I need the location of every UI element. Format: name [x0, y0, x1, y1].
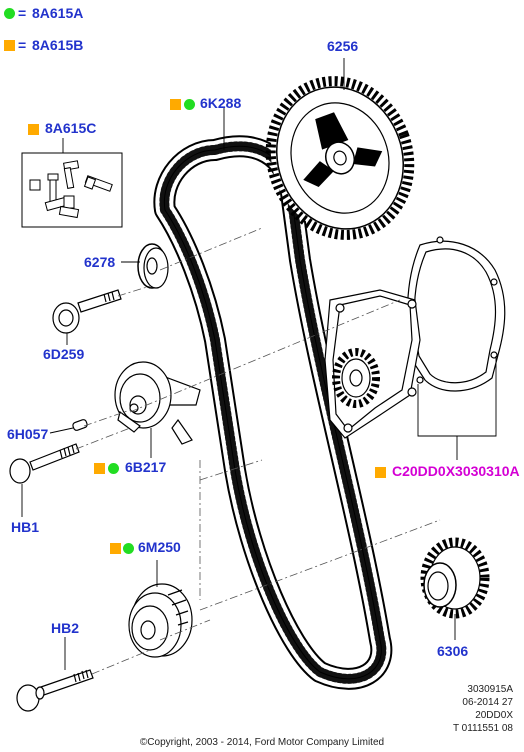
- label-water-pump: C20DD0X3030310A: [392, 463, 520, 479]
- leader-lines: [21, 58, 497, 670]
- legend-orange-code: 8A615B: [32, 37, 84, 53]
- idler-6m250: [128, 583, 193, 658]
- ref-engine-code: 20DD0X: [475, 710, 513, 721]
- ref-date: 06-2014 27: [462, 697, 513, 708]
- marker-idler-6m250-orange: [110, 543, 121, 554]
- cam-gear: [265, 76, 415, 240]
- alignment-lines: [75, 227, 441, 675]
- ref-illustration-id: 3030915A: [467, 684, 513, 695]
- crank-gear-6306: [420, 537, 490, 619]
- label-bolt-hb1: HB1: [11, 519, 40, 535]
- legend-green-code: 8A615A: [32, 5, 84, 21]
- legend-orange-square: [4, 40, 15, 51]
- label-cam-gear: 6256: [327, 38, 359, 54]
- copyright-notice: ©Copyright, 2003 - 2014, Ford Motor Comp…: [139, 737, 385, 748]
- label-idler-6m250: 6M250: [138, 539, 181, 555]
- label-bolt-kit: 8A615C: [45, 120, 97, 136]
- bolt-kit-box: [21, 152, 123, 228]
- legend-green-dot: [4, 8, 15, 19]
- marker-idler-6m250-green: [123, 543, 134, 554]
- label-tensioner: 6B217: [125, 459, 167, 475]
- label-belt: 6K288: [200, 95, 242, 111]
- label-crank-gear: 6306: [437, 643, 469, 659]
- marker-tensioner-orange: [94, 463, 105, 474]
- timing-belt: [153, 135, 393, 690]
- marker-bolt-kit-orange: [28, 124, 39, 135]
- pin-6h057: [72, 419, 88, 431]
- marker-belt-green: [184, 99, 195, 110]
- label-bolt-hb2: HB2: [51, 620, 80, 636]
- bolt-hb2: [16, 669, 94, 712]
- marker-belt-orange: [170, 99, 181, 110]
- marker-water-pump-orange: [375, 467, 386, 478]
- bolt-6d259: [52, 289, 122, 334]
- ref-doc-number: T 0111551 08: [452, 723, 513, 734]
- label-bolt-6d259: 6D259: [43, 346, 85, 362]
- tensioner-6b217: [114, 361, 201, 445]
- label-pin-6h057: 6H057: [7, 426, 49, 442]
- legend-equals-2: =: [18, 37, 27, 53]
- water-pump: [324, 236, 506, 439]
- idler-6278: [137, 243, 169, 289]
- label-idler-6278: 6278: [84, 254, 116, 270]
- bolt-hb1: [9, 443, 80, 484]
- legend-equals-1: =: [18, 5, 27, 21]
- marker-tensioner-green: [108, 463, 119, 474]
